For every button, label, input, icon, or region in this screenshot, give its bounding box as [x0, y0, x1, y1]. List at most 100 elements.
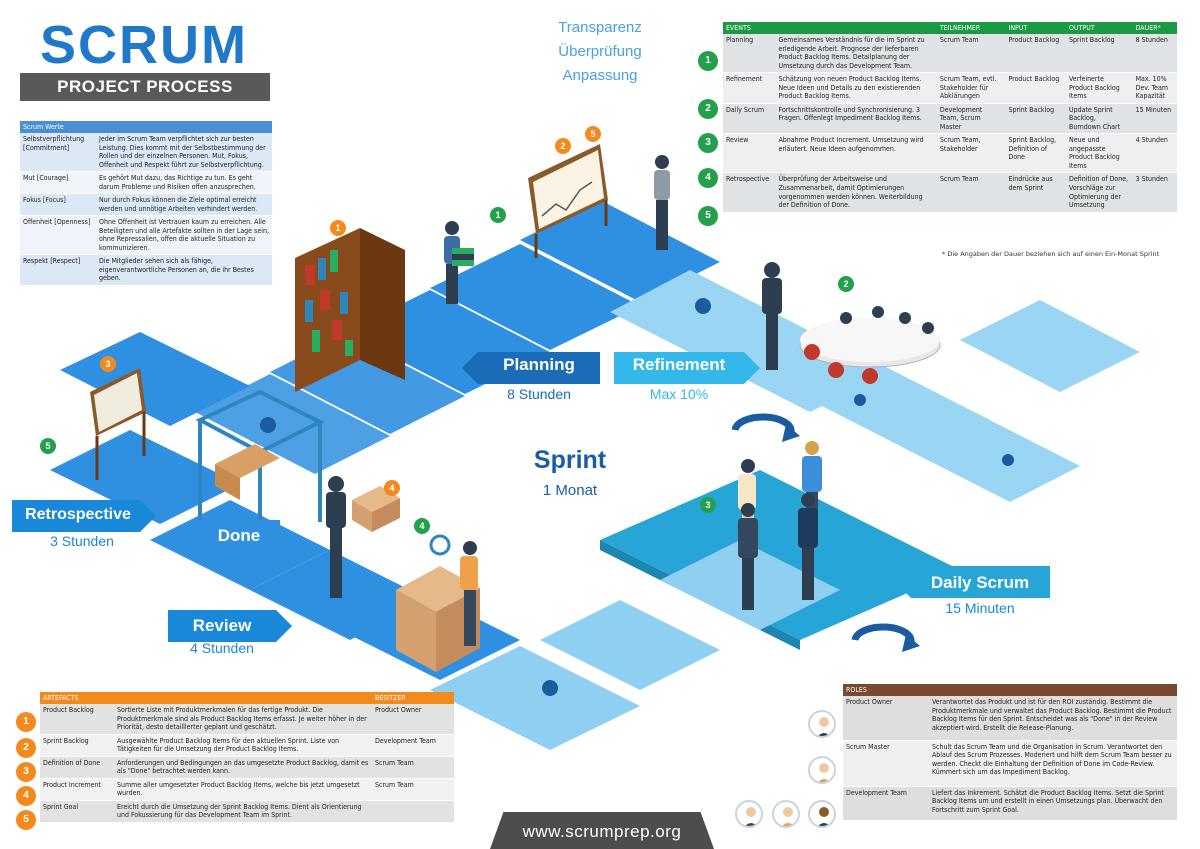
person-figures	[326, 155, 822, 646]
sprint-title: Sprint	[533, 446, 607, 474]
artefact-badge-1: 1	[16, 712, 36, 732]
event-duration: 15 Minuten	[1132, 103, 1177, 135]
event-name: Review	[723, 133, 776, 174]
table-row: Respekt [Respect]Die Mitglieder sehen si…	[20, 254, 272, 286]
table-row: Fokus [Focus]Nur durch Fokus können die …	[20, 193, 272, 217]
event-input: Product Backlog	[1005, 34, 1066, 74]
badge-event-1: 1	[490, 207, 506, 223]
badge-artefact-1: 1	[330, 220, 346, 236]
event-name: Refinement	[723, 72, 776, 104]
werte-key: Fokus [Focus]	[20, 193, 96, 217]
events-col-header: EVENTS	[723, 22, 776, 34]
event-name: Daily Scrum	[723, 103, 776, 135]
artefacts-col-header: ARTEFACTS	[40, 692, 114, 704]
package-icon	[396, 534, 480, 672]
werte-table: Scrum Werte Selbstverpflichtung [Commitm…	[20, 121, 272, 286]
review-label: Review	[192, 616, 252, 635]
event-badge-3: 3	[698, 133, 718, 153]
event-name: Planning	[723, 34, 776, 74]
event-duration: 4 Stunden	[1132, 133, 1177, 174]
bookshelf-icon	[295, 228, 405, 392]
cycle-arrow-icon	[731, 413, 795, 433]
artefact-name: Sprint Goal	[40, 800, 114, 823]
event-team: Scrum Team	[936, 34, 1006, 74]
event-duration: 8 Stunden	[1132, 34, 1177, 74]
principle-anpassung: Anpassung	[562, 67, 638, 84]
event-team: Scrum Team, Stakeholder	[936, 133, 1006, 174]
role-name: Development Team	[843, 786, 929, 821]
werte-value: Es gehört Mut dazu, das Richtige zu tun.…	[96, 171, 272, 195]
events-col-header	[775, 22, 937, 34]
werte-key: Offenheit [Openness]	[20, 215, 96, 256]
events-col-header: DAUER*	[1132, 22, 1177, 34]
event-name: Retrospective	[723, 172, 776, 213]
retrospective-duration: 3 Stunden	[50, 533, 114, 549]
event-output: Neue und angepasste Product Backlog Item…	[1066, 133, 1133, 174]
artefact-badge-5: 5	[16, 810, 36, 830]
planning-banner	[462, 352, 600, 384]
event-duration: Max. 10% Dev. Team Kapazität	[1132, 72, 1177, 104]
event-badge-2: 2	[698, 99, 718, 119]
event-desc: Fortschrittskontrolle und Synchronisieru…	[775, 103, 937, 135]
event-output: Update Sprint Backlog, Burndown Chart	[1066, 103, 1133, 135]
page-subtitle: PROJECT PROCESS	[20, 73, 270, 101]
werte-value: Die Mitglieder sehen sich als fähige, ei…	[96, 254, 272, 286]
done-banner	[198, 520, 280, 552]
dev-team-avatar-1-icon	[735, 800, 763, 828]
artefact-desc: Anforderungen und Bedingungen an das umg…	[114, 756, 372, 779]
werte-value: Jeder im Scrum Team verpflichtet sich zu…	[96, 133, 272, 173]
retrospective-tiles	[50, 332, 250, 524]
werte-key: Selbstverpflichtung [Commitment]	[20, 133, 96, 173]
retrospective-label: Retrospective	[25, 506, 131, 523]
artefact-name: Product Backlog	[40, 704, 114, 735]
badge-event-5: 5	[40, 438, 56, 454]
badge-event-2: 2	[838, 276, 854, 292]
artefact-name: Sprint Backlog	[40, 734, 114, 757]
daily-scrum-banner	[895, 566, 1050, 598]
artefact-desc: Sortierte Liste mit Produktmerkmalen für…	[114, 704, 372, 735]
role-name: Scrum Master	[843, 740, 929, 787]
principle-transparenz: Transparenz	[558, 19, 642, 36]
artefact-owner: Development Team	[372, 734, 454, 757]
meeting-table-icon	[799, 306, 941, 384]
artefact-desc: Ereicht durch die Umsetzung der Sprint B…	[114, 800, 372, 823]
event-badge-5: 5	[698, 206, 718, 226]
daily-scrum-duration: 15 Minuten	[945, 600, 1015, 616]
roles-col-header: ROLES	[843, 684, 929, 696]
events-footnote: * Die Angaben der Dauer beziehen sich au…	[942, 250, 1160, 258]
werte-key: Respekt [Respect]	[20, 254, 96, 286]
artefact-badge-2: 2	[16, 738, 36, 758]
artefact-desc: Summe aller umgesetzter Product Backlog …	[114, 778, 372, 801]
werte-key: Mut [Courage]	[20, 171, 96, 195]
refinement-banner	[614, 352, 760, 384]
event-badge-4: 4	[698, 168, 718, 188]
table-row: Offenheit [Openness]Ohne Offenheit ist V…	[20, 215, 272, 256]
principle-ueberpruefung: Überprüfung	[558, 43, 642, 60]
event-duration: 3 Stunden	[1132, 172, 1177, 213]
refinement-label: Refinement	[632, 355, 726, 374]
refinement-duration: Max 10%	[649, 386, 709, 402]
table-row: Selbstverpflichtung [Commitment]Jeder im…	[20, 133, 272, 173]
role-name: Product Owner	[843, 696, 929, 741]
event-input: Sprint Backlog	[1005, 103, 1066, 135]
badge-artefact-4: 4	[384, 480, 400, 496]
event-output: Definition of Done, Vorschläge zur Optim…	[1066, 172, 1133, 213]
artefact-owner	[372, 800, 454, 823]
event-desc: Abnahme Product Increment. Umsetzung wir…	[775, 133, 937, 174]
website-link[interactable]: www.scrumprep.org	[490, 812, 714, 849]
page-title: SCRUM	[40, 15, 248, 75]
werte-value: Nur durch Fokus können die Ziele optimal…	[96, 193, 272, 217]
